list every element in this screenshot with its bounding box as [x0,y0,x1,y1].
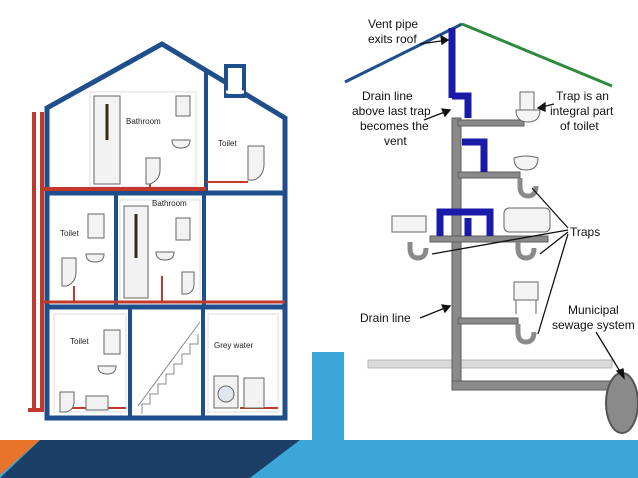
accent-cyan-wedge [250,440,638,478]
arrowhead-vent [440,34,450,46]
trap-3 [515,242,537,261]
plumbing-fixtures [391,91,551,314]
arrowhead-trap-integral [536,101,546,112]
tank-bottom [85,395,109,411]
grey-tank [243,377,265,409]
mirror-bottom [103,329,121,355]
callout-drain-vent-line-2: above last trap [352,104,431,118]
accent-orange-corner [0,440,40,475]
fixtures [59,95,265,413]
label-grey-water: Grey water [214,341,253,350]
sink-mid-icon [155,251,175,261]
traps [407,178,539,345]
callout-drain-vent-line-1: Drain line [362,89,413,103]
toilet-upper-right-icon [247,145,265,181]
bottom-decor [0,352,638,478]
callout-municipal: Municipal sewage system [552,303,635,332]
callout-trap-line-1: Trap is an [556,89,609,103]
toilet-top-icon [145,157,161,185]
stair-rail [137,321,201,407]
callout-drain-vent-line-4: vent [384,134,407,148]
staircase [137,321,201,414]
house-diagram: Bathroom Toilet Bathroom Toilet Toilet G… [28,41,288,421]
drain-stack-vertical [451,117,462,389]
callout-municipal-line-1: Municipal [568,303,619,317]
callout-drain-line-vent: Drain line above last trap becomes the v… [352,89,434,148]
arrow-traps-2 [431,229,569,255]
chimney [224,64,246,98]
toilet-fixture-icon [515,91,541,123]
toilet-bottom-icon [59,391,75,413]
mirror-mid-left [87,213,105,239]
vent-branch-3a [436,208,494,236]
sink-mid-left-icon [85,253,105,263]
callout-municipal-line-2: sewage system [552,318,635,332]
stair-steps [141,334,199,414]
callout-trap-line-3: of toilet [560,119,599,133]
mirror-mid [175,217,191,241]
plumbing-diagram: Vent pipe exits roof Drain line above la… [344,17,638,434]
trap-1 [517,178,539,199]
supply-pipes [28,112,285,412]
drain-branch-1 [457,119,525,127]
trap-2 [407,242,429,261]
label-toilet-top: Toilet [218,139,237,148]
arrowhead-drain-line [440,304,452,314]
callout-drain-line: Drain line [360,311,411,325]
vent-branch-1 [452,92,472,118]
trap-4 [515,324,537,345]
toilet-mid-icon [181,271,195,295]
mirror-top [175,95,191,117]
callout-vent-pipe: Vent pipe exits roof [368,17,421,46]
roof-left [344,22,463,84]
arrow-traps-4 [537,233,569,335]
label-bathroom-mid: Bathroom [152,199,187,208]
callout-vent-pipe-line-1: Vent pipe [368,17,418,31]
callout-trap-line-2: integral part [550,104,614,118]
label-toilet-bottom: Toilet [70,337,89,346]
callout-traps: Traps [570,225,600,239]
roof-right [461,22,613,88]
callout-vent-pipe-line-2: exits roof [368,32,417,46]
drain-branch-2 [457,171,521,179]
accent-navy-wedge [0,440,300,478]
sewer-line [451,380,621,391]
sink-bottom-icon [97,365,117,375]
drain-stack [429,117,621,391]
arrowhead-municipal [615,368,625,380]
callout-arrows [419,34,625,380]
double-sink-icon [391,215,427,233]
room-grey-water [207,313,279,413]
sink-top-icon [171,139,191,149]
arrow-traps-1 [531,187,569,229]
house-outline [44,41,288,421]
room-toilet-bottom [53,313,127,413]
callout-drain-vent-line-3: becomes the [360,119,429,133]
label-toilet-mid: Toilet [60,229,79,238]
bathtub-icon [503,207,551,233]
vent-pipes [436,28,494,236]
ground-strip [367,359,613,369]
utility-sink-icon [513,281,539,314]
drain-branch-4 [457,317,519,325]
vent-branch-2 [462,138,488,172]
callout-trap-integral: Trap is an integral part of toilet [550,89,617,133]
sewer-pipe-end [605,372,638,434]
accent-cyan-block [312,352,344,444]
arrow-traps-3 [539,231,569,255]
arrowhead-drain-vent [440,108,452,118]
toilet-mid-left-icon [61,257,77,287]
sink-fixture-icon [513,155,539,171]
label-bathroom-top: Bathroom [126,117,161,126]
washer-door [217,385,235,403]
